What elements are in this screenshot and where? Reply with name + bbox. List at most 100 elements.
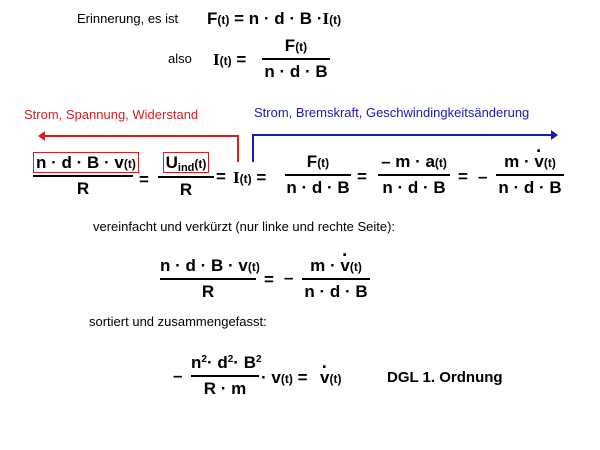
uind-box: Uind(t) <box>162 152 210 174</box>
sorted-label: sortiert und zusammengefasst: <box>89 314 267 329</box>
current-symbol: I <box>213 50 220 69</box>
fraction-denominator: n · d · B <box>382 178 446 197</box>
equals-sign: = <box>139 170 149 189</box>
emf-arg: (t) <box>247 260 260 274</box>
arrow-left-icon <box>38 131 45 141</box>
velocity-derivative-term: v(t) <box>320 368 341 388</box>
fraction-numerator: m · v(t) <box>496 152 564 172</box>
force-symbol: F <box>284 36 296 55</box>
mass-vdot-fraction: m · v(t) n · d · B <box>496 152 564 198</box>
equals-sign: = <box>256 168 267 187</box>
fraction-numerator: F(t) <box>285 152 351 172</box>
force-arg: (t) <box>295 40 308 54</box>
fraction-denominator: R · m <box>203 379 247 398</box>
fraction-bar <box>496 174 564 176</box>
exponent: 2 <box>255 354 262 365</box>
equals-sign: = <box>234 9 245 28</box>
equals-sign: = <box>357 167 367 186</box>
motional-emf-box: n · d · B · v(t) <box>33 152 139 173</box>
minus-sign: – <box>478 167 488 186</box>
velocity-arg: (t) <box>329 372 342 386</box>
mass-accel-fraction: – m · a(t) n · d · B <box>378 152 450 198</box>
velocity-symbol: · v <box>261 368 281 387</box>
simplified-lhs-fraction: n · d · B · v(t) R <box>160 256 260 302</box>
equals-sign: = <box>236 50 247 69</box>
fraction-numerator: F(t) <box>262 36 330 56</box>
emf-expression: n · d · B · v <box>36 153 124 172</box>
current-term: I(t) = <box>233 168 266 188</box>
fraction-denominator: n · d · B <box>264 62 328 81</box>
fraction-bar <box>158 176 214 178</box>
current-arg: (t) <box>219 54 232 68</box>
induced-voltage-fraction: n · d · B · v(t) R <box>33 152 139 199</box>
left-arrow-shaft <box>42 135 238 137</box>
voltage-symbol: U <box>165 153 178 172</box>
current-arg: (t) <box>239 172 252 186</box>
n-symbol: n <box>191 353 202 372</box>
equals-sign: = <box>264 270 274 289</box>
right-arrow-stem <box>252 134 254 162</box>
force-formula: F(t) = n · d · B ·I(t) <box>207 9 341 29</box>
right-arrow-shaft <box>252 134 552 136</box>
force-symbol: F <box>207 9 218 28</box>
force-arg: (t) <box>317 156 330 170</box>
fraction-numerator: m · v(t) <box>302 256 370 276</box>
minus-sign: – <box>284 268 294 287</box>
current-lhs: I(t) = <box>213 50 246 70</box>
voltage-subscript: ind <box>177 162 195 174</box>
dgl-coefficient-fraction: n2· d2· B2 R · m <box>191 353 262 399</box>
fraction-denominator: n · d · B <box>286 178 350 197</box>
velocity-arg: (t) <box>543 156 556 170</box>
fraction-denominator: n · d · B <box>498 178 562 197</box>
fraction-bar <box>191 375 259 377</box>
force-arg: (t) <box>217 13 230 27</box>
emf-expression: n · d · B · v <box>160 256 248 275</box>
force-rhs: n · d · B · <box>248 9 323 28</box>
left-arrow-stem <box>237 135 239 162</box>
b-symbol: B <box>243 353 256 372</box>
fraction-numerator: n2· d2· B2 <box>191 353 262 372</box>
velocity-arg: (t) <box>349 260 362 274</box>
current-arg: (t) <box>329 13 342 27</box>
fraction-numerator: – m · a(t) <box>378 152 450 172</box>
velocity-derivative-symbol: v <box>534 152 543 172</box>
fraction-bar <box>378 174 450 176</box>
fraction-bar <box>160 278 256 280</box>
fraction-denominator: R <box>76 179 90 198</box>
equals-sign: = <box>216 167 226 186</box>
d-symbol: d <box>217 353 228 372</box>
mass-accel-expression: – m · a <box>381 152 435 171</box>
exponent: 2 <box>227 354 234 365</box>
mass-symbol: m · <box>310 256 336 275</box>
fraction-numerator: Uind(t) <box>158 152 214 174</box>
arrow-right-icon <box>551 130 558 140</box>
current-symbol: I <box>322 9 330 28</box>
accel-arg: (t) <box>434 156 447 170</box>
right-direction-label: Strom, Bremskraft, Geschwindingkeitsände… <box>254 105 530 120</box>
current-fraction: F(t) n · d · B <box>262 36 330 82</box>
dgl-classification-label: DGL 1. Ordnung <box>387 369 503 386</box>
fraction-numerator: n · d · B · v(t) <box>33 152 139 173</box>
mass-symbol: m · <box>504 152 530 171</box>
voltage-arg: (t) <box>194 157 207 171</box>
uind-fraction: Uind(t) R <box>158 152 214 200</box>
fraction-denominator: n · d · B <box>304 282 368 301</box>
simplified-rhs-fraction: m · v(t) n · d · B <box>302 256 370 302</box>
velocity-term: · v(t) = <box>261 368 308 388</box>
current-symbol: I <box>233 168 240 187</box>
velocity-derivative-symbol: v <box>320 368 329 388</box>
fraction-bar <box>285 174 351 176</box>
left-direction-label: Strom, Spannung, Widerstand <box>24 107 199 122</box>
fraction-bar <box>262 58 330 60</box>
also-label: also <box>168 51 192 66</box>
fraction-bar <box>302 278 370 280</box>
force-fraction: F(t) n · d · B <box>285 152 351 198</box>
fraction-bar <box>33 175 133 177</box>
fraction-numerator: n · d · B · v(t) <box>160 256 260 276</box>
simplified-label: vereinfacht und verkürzt (nur linke und … <box>93 219 396 234</box>
equals-sign: = <box>297 368 308 387</box>
reminder-label: Erinnerung, es ist <box>77 11 179 26</box>
velocity-arg: (t) <box>280 372 293 386</box>
fraction-denominator: R <box>201 282 215 301</box>
force-symbol: F <box>306 152 318 171</box>
